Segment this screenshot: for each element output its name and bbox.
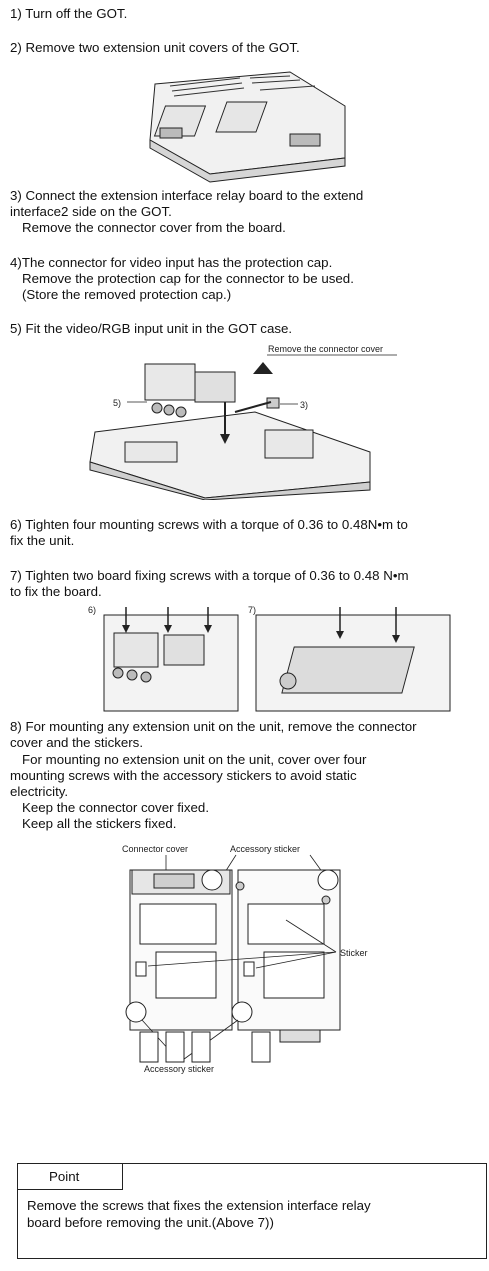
step-8-line-7: Keep all the stickers fixed. (22, 816, 177, 831)
label-connector-cover: Connector cover (122, 844, 188, 854)
step-7-line-1: 7) Tighten two board fixing screws with … (10, 568, 409, 583)
point-title: Point (18, 1164, 123, 1190)
point-box: Point Remove the screws that fixes the e… (17, 1163, 487, 1259)
callout-remove-connector-cover: Remove the connector cover (268, 344, 383, 354)
step-3-line-3: Remove the connector cover from the boar… (22, 220, 286, 235)
step-6-line-2: fix the unit. (10, 533, 75, 548)
step-5-text: 5) Fit the video/RGB input unit in the G… (10, 321, 293, 336)
step-8-line-4: mounting screws with the accessory stick… (10, 768, 357, 783)
step-1-text: 1) Turn off the GOT. (10, 6, 128, 21)
step-8-line-6: Keep the connector cover fixed. (22, 800, 210, 815)
figure-stickers: Connector cover Accessory sticker Sticke… (122, 844, 368, 1074)
step-4-line-2: Remove the protection cap for the connec… (22, 271, 354, 286)
figure-screw-tightening: 6) 7) (88, 605, 451, 712)
step-7-line-2: to fix the board. (10, 584, 102, 599)
point-text-line-1: Remove the screws that fixes the extensi… (27, 1198, 371, 1213)
label-accessory-sticker-bottom: Accessory sticker (144, 1064, 214, 1074)
figure-got-covers-removed (149, 71, 346, 183)
label-5: 5) (113, 398, 121, 408)
step-3-line-1: 3) Connect the extension interface relay… (10, 188, 364, 203)
point-text-line-2: board before removing the unit.(Above 7)… (27, 1215, 274, 1230)
step-4-line-3: (Store the removed protection cap.) (22, 287, 232, 302)
step-4-line-1: 4)The connector for video input has the … (10, 255, 333, 270)
step-8-line-5: electricity. (10, 784, 69, 799)
label-sticker: Sticker (340, 948, 368, 958)
step-8-line-3: For mounting no extension unit on the un… (22, 752, 367, 767)
label-accessory-sticker-top: Accessory sticker (230, 844, 300, 854)
step-3-line-2: interface2 side on the GOT. (10, 204, 172, 219)
label-3: 3) (300, 400, 308, 410)
step-2-text: 2) Remove two extension unit covers of t… (10, 40, 300, 55)
label-6: 6) (88, 605, 96, 615)
step-8-line-1: 8) For mounting any extension unit on th… (10, 719, 417, 734)
figure-fit-unit: Remove the connector cover 5) 3) (89, 344, 397, 500)
label-7: 7) (248, 605, 256, 615)
step-6-line-1: 6) Tighten four mounting screws with a t… (10, 517, 408, 532)
step-8-line-2: cover and the stickers. (10, 735, 144, 750)
